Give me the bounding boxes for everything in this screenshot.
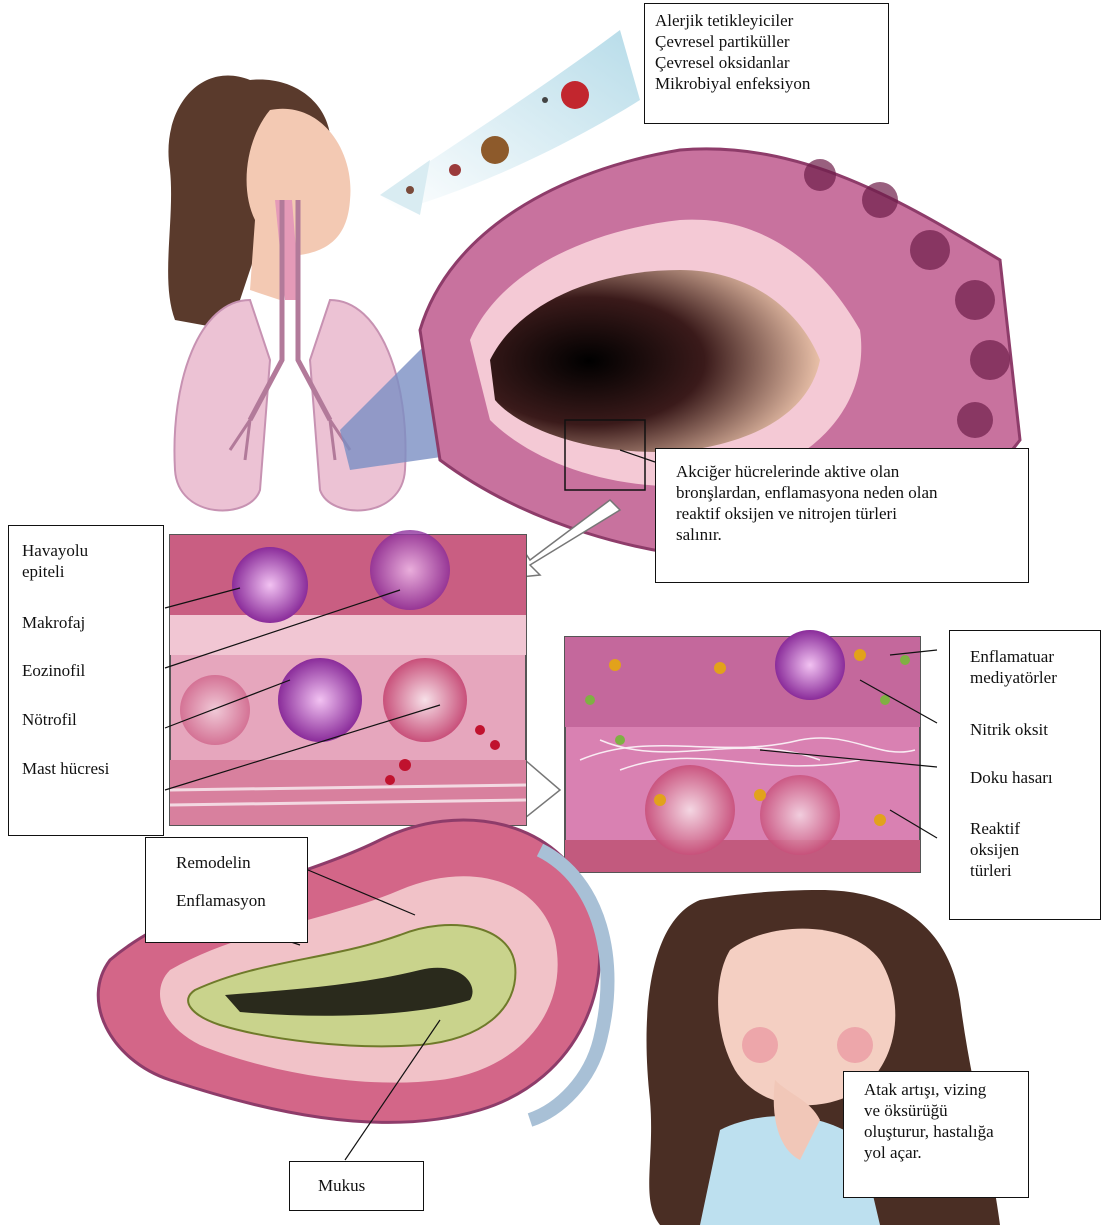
label-macrophage: Makrofaj xyxy=(22,612,85,633)
tissue-damage-panel xyxy=(565,630,920,872)
label-mucus: Mukus xyxy=(318,1175,423,1196)
label-nitric-oxide: Nitrik oksit xyxy=(970,719,1048,740)
activation-note-box: Akciğer hücrelerinde aktive olan bronşla… xyxy=(655,448,1029,583)
label-eosinophil: Eozinofil xyxy=(22,660,85,681)
trigger-allergen: Alerjik tetikleyiciler xyxy=(655,10,878,31)
label-inflammatory-mediators: Enflamatuar mediyatörler xyxy=(970,646,1057,688)
triggers-box: Alerjik tetikleyiciler Çevresel partikül… xyxy=(644,3,889,124)
label-remodeling: Remodelin xyxy=(176,852,307,873)
label-inflammation: Enflamasyon xyxy=(176,890,307,911)
label-reactive-oxygen: Reaktif oksijen türleri xyxy=(970,818,1020,881)
trigger-microbial: Mikrobiyal enfeksiyon xyxy=(655,73,878,94)
trigger-particles: Çevresel partiküller xyxy=(655,31,878,52)
label-mast-cell: Mast hücresi xyxy=(22,758,109,779)
mucus-box: Mukus xyxy=(289,1161,424,1211)
label-tissue-damage: Doku hasarı xyxy=(970,767,1053,788)
cells-panel xyxy=(170,530,526,825)
outcome-note-box: Atak artışı, vizing ve öksürüğü oluşturu… xyxy=(843,1071,1029,1198)
label-neutrophil: Nötrofil xyxy=(22,709,77,730)
airway-changes-box: Remodelin Enflamasyon xyxy=(145,837,308,943)
label-airway-epithelium: Havayolu epiteli xyxy=(22,540,88,582)
trigger-oxidants: Çevresel oksidanlar xyxy=(655,52,878,73)
woman-profile xyxy=(168,76,350,330)
